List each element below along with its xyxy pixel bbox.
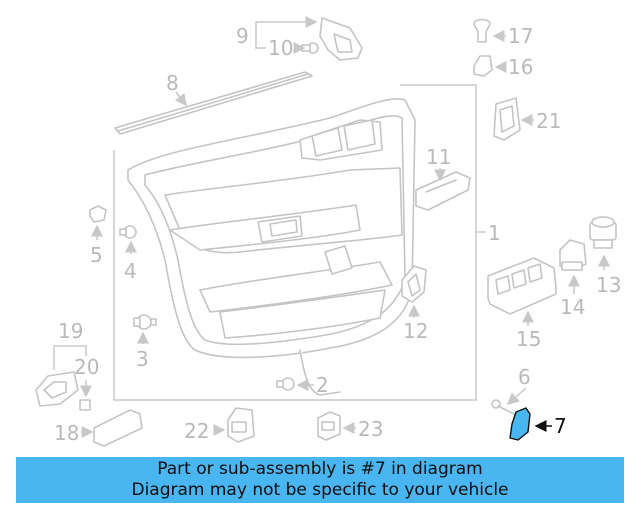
banner-line-1: Part or sub-assembly is #7 in diagram xyxy=(157,459,483,479)
callout-17: 17 xyxy=(508,24,533,48)
callout-20: 20 xyxy=(74,355,99,379)
part-13-switch xyxy=(589,216,617,249)
info-banner: Part or sub-assembly is #7 in diagram Di… xyxy=(16,457,624,503)
callout-4: 4 xyxy=(124,259,137,283)
part-10-bolt xyxy=(301,42,319,54)
callout-9: 9 xyxy=(236,24,249,48)
callout-22: 22 xyxy=(184,419,209,443)
callout-16: 16 xyxy=(508,55,533,79)
callout-19: 19 xyxy=(58,319,83,343)
callout-18: 18 xyxy=(54,421,79,445)
callout-11: 11 xyxy=(426,145,451,169)
part-4-push-pin xyxy=(119,225,137,239)
part-5-clip xyxy=(89,205,107,223)
assembly-boundary-box xyxy=(113,84,477,401)
part-7-bracket-highlighted xyxy=(509,407,531,441)
callout-6: 6 xyxy=(518,365,531,389)
leader-6 xyxy=(506,387,527,405)
part-8-belt-molding xyxy=(114,71,313,135)
door-trim-panel xyxy=(127,98,416,396)
callout-8: 8 xyxy=(166,71,179,95)
callout-13: 13 xyxy=(596,273,621,297)
part-16-bracket xyxy=(473,55,493,77)
callout-21: 21 xyxy=(536,109,561,133)
callout-7: 7 xyxy=(554,414,567,438)
callout-5: 5 xyxy=(90,243,103,267)
part-12-lock-knob xyxy=(401,265,427,303)
part-3-fastener xyxy=(133,314,157,330)
callout-12: 12 xyxy=(403,319,428,343)
callout-1: 1 xyxy=(488,221,501,245)
part-11-handle-cover xyxy=(415,171,471,211)
part-2-screw xyxy=(276,377,295,391)
leader-9 xyxy=(255,16,318,36)
callout-14: 14 xyxy=(560,295,585,319)
part-15-window-switch xyxy=(487,257,557,315)
part-6-screw xyxy=(491,399,515,415)
callout-3: 3 xyxy=(136,347,149,371)
part-22-switch xyxy=(227,407,255,443)
part-21-switch-plate xyxy=(493,97,521,141)
callout-10: 10 xyxy=(268,36,293,60)
callout-2: 2 xyxy=(316,373,329,397)
leader-8 xyxy=(174,91,187,107)
part-18-trim-cover xyxy=(93,409,143,447)
part-20-screw xyxy=(79,399,91,411)
callout-23: 23 xyxy=(358,417,383,441)
banner-line-2: Diagram may not be specific to your vehi… xyxy=(131,480,509,500)
leader-19 xyxy=(53,345,87,370)
part-23-connector xyxy=(317,411,341,441)
callout-15: 15 xyxy=(516,327,541,351)
part-14-switch xyxy=(559,239,587,271)
leader-10 xyxy=(255,36,266,49)
part-17-clip xyxy=(473,18,491,43)
part-9-mirror-trim xyxy=(319,17,363,61)
part-19-inner-handle xyxy=(35,371,79,407)
